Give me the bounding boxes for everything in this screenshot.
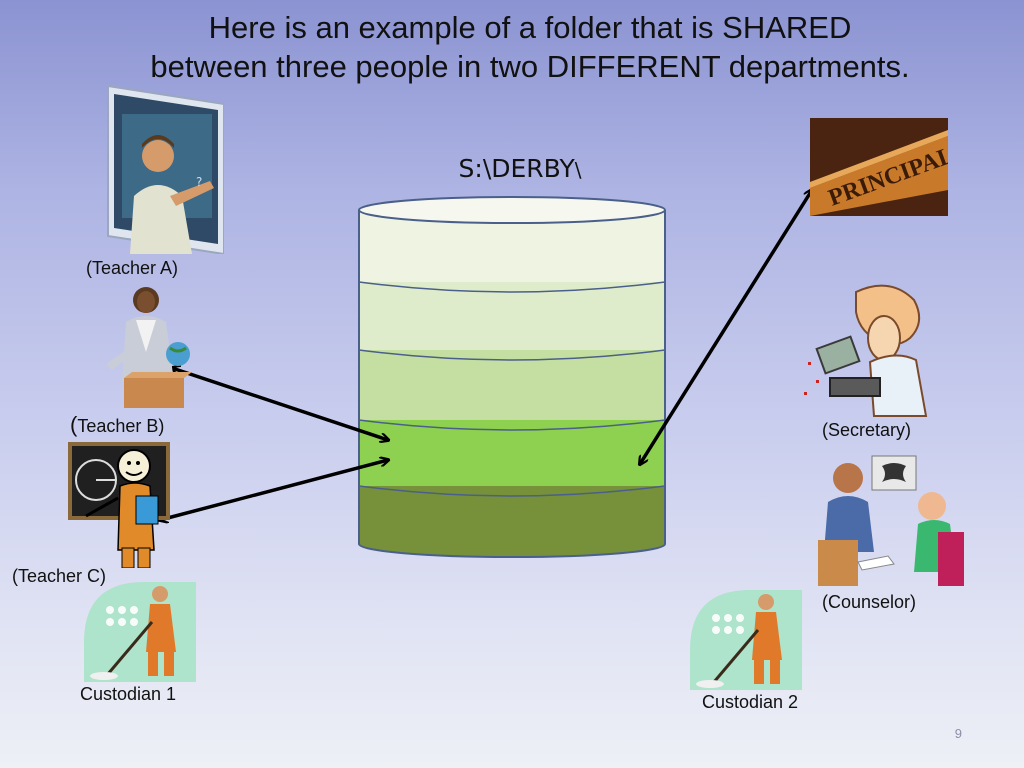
root-folder-trail: \ [574, 158, 582, 182]
custodian-2-picture [690, 590, 802, 690]
folder-der-bld-nca[interactable]: \DER-BLD\NCA [358, 420, 666, 486]
question-mark-glyph: ? [196, 175, 202, 189]
folder-label: \DER-TEA\ [465, 230, 559, 252]
custodian-2-label: Custodian 2 [702, 692, 799, 712]
arrow-teacher-c-to-nca [160, 460, 388, 520]
counselor-label: (Counselor) [822, 592, 917, 612]
teacher-a-label: (Teacher A) [86, 258, 179, 278]
folder-der-tea[interactable]: \DER-TEA\ [358, 210, 666, 282]
page-number: 9 [954, 726, 962, 741]
slide-title: Here is an example of a folder that is S… [150, 10, 910, 84]
custodian-1-picture [84, 582, 196, 682]
folder-label: \DER-BLD\FORMS [430, 370, 594, 392]
secretary-label: (Secretary) [822, 420, 912, 440]
teacher-c-picture [68, 442, 170, 568]
root-folder-path: S:\DERBY\ [440, 154, 600, 183]
principal-sign-picture: PRINCIPAL [810, 118, 948, 216]
folder-der-ba[interactable]: \DER-BA\ [358, 282, 666, 350]
folder-der-fac[interactable]: \DER-FAC\ [358, 486, 666, 544]
teacher-b-paren: ( [70, 412, 78, 437]
folder-label: \DER-BA\ [469, 302, 555, 324]
folder-der-bld-forms[interactable]: \DER-BLD\FORMS [358, 350, 666, 420]
teacher-a-picture: ? [107, 86, 224, 254]
root-folder-main: S:\DERBY [458, 154, 575, 183]
secretary-picture [804, 284, 928, 417]
folder-label: \DER-BLD\NCA [443, 440, 581, 462]
teacher-c-label: (Teacher C) [12, 566, 107, 586]
folder-label: \DER-FAC\ [465, 506, 559, 528]
teacher-b-picture [106, 287, 192, 408]
arrow-teacher-b-to-nca [172, 368, 388, 440]
custodian-1-label: Custodian 1 [80, 684, 177, 704]
teacher-b-label: Teacher B) [77, 416, 165, 436]
counselor-picture [818, 455, 964, 586]
teacher-b-label-wrap: (Teacher B) [70, 412, 164, 438]
